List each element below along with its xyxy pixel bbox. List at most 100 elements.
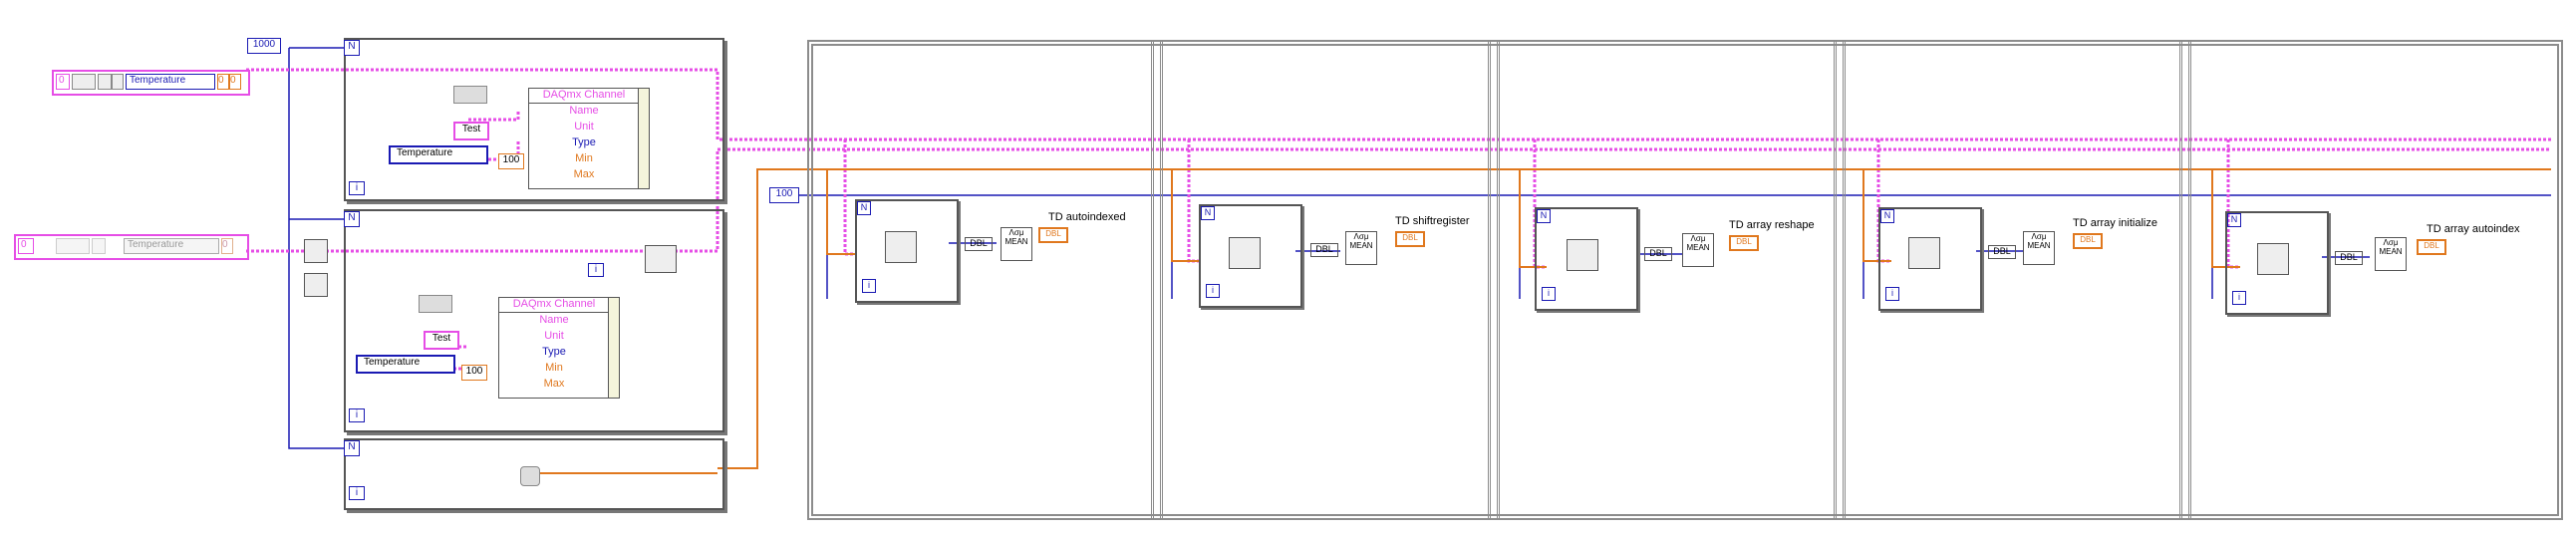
inner-n-label: N <box>2230 214 2238 224</box>
cluster-field-max: Max <box>499 378 609 392</box>
dbl-ind-text: DBL <box>1045 229 1061 238</box>
inner-i-1: i <box>862 279 876 293</box>
bundle-node-1[interactable] <box>638 88 650 189</box>
inner-i-3: i <box>1542 287 1556 301</box>
daq-read-icon-5[interactable] <box>2257 243 2289 275</box>
name-constant-1[interactable]: Test <box>453 122 489 140</box>
dbl-convert-5[interactable]: DBL <box>2335 251 2363 265</box>
loop-count-constant[interactable]: 1000 <box>247 38 281 54</box>
loop-count-terminal-1[interactable]: N <box>344 40 360 56</box>
index-constant-text: i <box>594 264 598 275</box>
array-constant-bottom[interactable]: 0 Temperature 0 <box>14 234 249 260</box>
dbl-convert-2[interactable]: DBL <box>1310 243 1338 257</box>
inner-loop-3[interactable] <box>1535 207 1638 311</box>
samples-constant[interactable]: 100 <box>769 187 799 203</box>
min-constant-1[interactable]: 100 <box>498 153 524 169</box>
mean-node-3[interactable]: Λσμ MEAN <box>1682 233 1714 267</box>
dbl-indicator-3[interactable]: DBL <box>1729 235 1759 251</box>
frame-label-4: TD array initialize <box>2073 217 2157 229</box>
build-array-icon-2[interactable] <box>304 273 328 297</box>
cluster-field-name: Name <box>529 105 639 119</box>
array-index-box[interactable]: 0 <box>56 74 70 90</box>
inner-loop-1[interactable] <box>855 199 959 303</box>
field-unit-text: Unit <box>544 330 564 342</box>
dbl-indicator-2[interactable]: DBL <box>1395 231 1425 247</box>
mean-text: MEAN <box>2379 247 2403 256</box>
cluster-title: DAQmx Channel <box>529 89 639 104</box>
cluster-field-min: Min <box>499 362 609 376</box>
mean-text: MEAN <box>1004 237 1028 246</box>
random-number-icon[interactable] <box>520 466 540 486</box>
flat-sequence[interactable] <box>807 40 2563 520</box>
inner-i-2: i <box>1206 284 1220 298</box>
cluster-field-min: Min <box>529 152 639 166</box>
unit-ring-2[interactable] <box>419 295 452 313</box>
field-unit-text: Unit <box>574 121 594 133</box>
frame-label-5: TD array autoindex <box>2427 223 2520 235</box>
dbl-indicator-4[interactable]: DBL <box>2073 233 2103 249</box>
ring-mini-disabled-1[interactable] <box>56 238 90 254</box>
ring-mini-1[interactable] <box>72 74 96 90</box>
mean-node-5[interactable]: Λσμ MEAN <box>2375 237 2407 271</box>
dbl-text: DBL <box>2340 252 2358 262</box>
dbl-convert-1[interactable]: DBL <box>965 237 993 251</box>
max-field[interactable]: 0 <box>229 74 241 90</box>
cluster-field-unit: Unit <box>499 330 609 344</box>
index-array-icon[interactable] <box>645 245 677 273</box>
inner-n-label: N <box>1883 210 1891 220</box>
mean-symbol: Λσμ <box>2031 232 2047 241</box>
index-constant[interactable]: i <box>588 263 604 277</box>
dbl-convert-4[interactable]: DBL <box>1988 245 2016 259</box>
daq-read-icon-4[interactable] <box>1908 237 1940 269</box>
type-enum-text: Temperature <box>364 357 421 368</box>
type-ring-disabled[interactable]: Temperature <box>124 238 219 254</box>
channel-cluster-1[interactable]: DAQmx Channel Name Unit Type Min Max <box>528 88 640 189</box>
dbl-convert-3[interactable]: DBL <box>1644 247 1672 261</box>
bundle-node-2[interactable] <box>608 297 620 399</box>
daq-read-icon-2[interactable] <box>1229 237 1261 269</box>
ring-mini-disabled-2[interactable] <box>92 238 106 254</box>
loop-count-terminal-3[interactable]: N <box>344 440 360 456</box>
ring-mini-2[interactable] <box>98 74 112 90</box>
for-loop-3[interactable] <box>344 438 724 510</box>
cluster-title-text: DAQmx Channel <box>512 298 596 310</box>
daq-read-icon-3[interactable] <box>1567 239 1598 271</box>
min-field-2[interactable]: 0 <box>221 238 233 254</box>
array-index-box-2[interactable]: 0 <box>18 238 34 254</box>
mean-node-4[interactable]: Λσμ MEAN <box>2023 231 2055 265</box>
min-field[interactable]: 0 <box>217 74 229 90</box>
inner-loop-5[interactable] <box>2225 211 2329 315</box>
unit-ring-1[interactable] <box>453 86 487 104</box>
dbl-indicator-5[interactable]: DBL <box>2417 239 2446 255</box>
frame-label-2: TD shiftregister <box>1395 215 1470 227</box>
inner-loop-2[interactable] <box>1199 204 1302 308</box>
type-enum-2[interactable]: Temperature <box>356 355 455 374</box>
loop-count-label: N <box>348 212 356 223</box>
inner-n-label: N <box>860 202 868 212</box>
mean-symbol: Λσμ <box>1008 228 1024 237</box>
array-constant-top[interactable]: 0 Temperature 0 0 <box>52 70 250 96</box>
daq-read-icon-1[interactable] <box>885 231 917 263</box>
type-ring-disabled-value: Temperature <box>128 239 184 250</box>
name-constant-2[interactable]: Test <box>424 331 459 350</box>
iteration-terminal-2: i <box>349 408 365 422</box>
for-loop-1[interactable] <box>344 38 724 201</box>
build-array-icon-1[interactable] <box>304 239 328 263</box>
ring-mini-3[interactable] <box>112 74 124 90</box>
mean-node-2[interactable]: Λσμ MEAN <box>1345 231 1377 265</box>
inner-loop-4[interactable] <box>1878 207 1982 311</box>
name-constant-text: Test <box>461 124 481 135</box>
loop-count-terminal-2[interactable]: N <box>344 211 360 227</box>
mean-node-1[interactable]: Λσμ MEAN <box>1001 227 1032 261</box>
inner-n-label: N <box>1204 207 1212 217</box>
frame-divider-3 <box>1834 40 1846 520</box>
type-ring[interactable]: Temperature <box>126 74 215 90</box>
dbl-text: DBL <box>970 238 988 248</box>
dbl-indicator-1[interactable]: DBL <box>1038 227 1068 243</box>
min-constant-text: 100 <box>502 154 520 165</box>
dbl-ind-text: DBL <box>2424 241 2439 250</box>
for-loop-2[interactable] <box>344 209 724 432</box>
type-enum-1[interactable]: Temperature <box>389 145 488 164</box>
min-constant-2[interactable]: 100 <box>461 365 487 381</box>
channel-cluster-2[interactable]: DAQmx Channel Name Unit Type Min Max <box>498 297 610 399</box>
